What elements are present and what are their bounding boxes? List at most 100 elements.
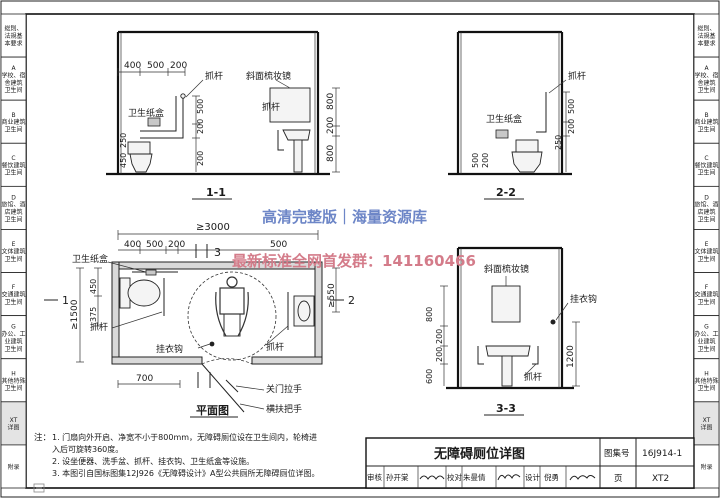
side-tab-1[interactable] xyxy=(693,56,720,101)
side-tab-0-line-1: 法規基 xyxy=(4,32,22,40)
v22-dim-4: 200 xyxy=(567,119,576,134)
title-block: 无障碍厕位详图 图集号 16J914-1 审核 孙开棠 校对 朱曼倩 设计 倪勇… xyxy=(365,437,695,489)
v11-right-dim-1: 800 xyxy=(326,93,336,110)
side-tab-4-line-0: D xyxy=(11,194,16,201)
v11-paper-box-label: 卫生纸盒 xyxy=(128,107,164,119)
v11-grab-bar-label: 抓杆 xyxy=(205,70,223,82)
side-tab-7-line-1: 办公、工 xyxy=(694,330,718,338)
side-tab-3-line-1: 餐饮建筑 xyxy=(694,161,718,169)
side-tab-5-line-0: E xyxy=(12,241,16,248)
view-1-1: 400 500 200 抓杆 500 200 250 450 200 卫生纸盒 … xyxy=(106,30,340,200)
plan-wheelchair-icon xyxy=(215,276,249,337)
v11-side-dim-3: 250 xyxy=(119,133,128,148)
notes-item-2: 入后可旋转360度。 xyxy=(52,444,123,454)
side-tab-7-line-1: 办公、工 xyxy=(1,330,25,338)
v33-hook-label: 挂衣钩 xyxy=(570,293,597,305)
side-tab-1-line-2: 舎建筑 xyxy=(4,79,22,87)
side-tab-4-line-1: 旅馆、酒 xyxy=(1,201,25,209)
side-tab-1-line-0: A xyxy=(11,65,16,72)
side-tab-7[interactable] xyxy=(693,315,720,360)
side-tab-4-line-2: 店建筑 xyxy=(697,208,715,216)
side-tab-9[interactable] xyxy=(693,401,720,446)
inner-border xyxy=(25,13,695,489)
v11-right-dim-2: 200 xyxy=(326,117,336,134)
side-tab-5-line-2: 卫生间 xyxy=(4,255,22,263)
plan-door xyxy=(201,363,245,413)
title-reviewer-signature xyxy=(419,475,445,480)
side-tab-1-line-3: 卫生间 xyxy=(697,86,715,94)
v22-dim-5: 200 xyxy=(481,153,490,168)
side-tab-2[interactable] xyxy=(0,99,27,144)
v11-top-dim-1: 400 xyxy=(124,61,141,71)
side-tab-2-line-2: 卫生间 xyxy=(4,126,22,134)
plan-wall-right xyxy=(314,261,323,365)
title-page-no: XT2 xyxy=(652,474,669,484)
side-tab-6-line-2: 卫生间 xyxy=(697,298,715,306)
title-review-label: 审核 xyxy=(367,472,382,482)
v22-toilet xyxy=(511,151,543,173)
v22-grab-bar-label: 抓杆 xyxy=(568,70,586,82)
view-3-3: 斜面梳妆镜 挂衣钩 抓杆 800 200 600 200 1200 3-3 xyxy=(425,246,597,416)
side-tab-0-line-2: 本要求 xyxy=(4,39,22,47)
side-tab-7-line-0: G xyxy=(11,324,16,331)
plan-top-dim-3: 200 xyxy=(168,240,185,250)
v33-sink xyxy=(485,345,531,357)
side-tab-8-line-0: H xyxy=(704,370,709,377)
side-tab-6-line-0: F xyxy=(705,284,709,291)
side-tab-4[interactable] xyxy=(693,185,720,230)
side-tab-9[interactable] xyxy=(0,401,27,446)
view-2-2: 抓杆 卫生纸盒 500 250 500 200 200 2-2 xyxy=(448,30,586,200)
side-tab-6-line-0: F xyxy=(12,284,16,291)
v11-top-dim-2: 500 xyxy=(147,61,164,71)
side-tab-1[interactable] xyxy=(0,56,27,101)
side-tab-8[interactable] xyxy=(693,358,720,403)
side-tab-5-line-2: 卫生间 xyxy=(697,255,715,263)
title-designer: 倪勇 xyxy=(544,472,559,482)
side-tab-5-line-0: E xyxy=(705,241,709,248)
side-tab-1-line-0: A xyxy=(704,65,709,72)
side-tab-1-line-3: 卫生间 xyxy=(4,86,22,94)
title-page-label: 页 xyxy=(614,474,623,484)
side-tab-6-line-2: 卫生间 xyxy=(4,298,22,306)
plan-wall-bottom-right xyxy=(251,356,323,365)
side-tab-8-line-1: 其他特殊 xyxy=(1,377,25,385)
side-tab-8-line-1: 其他特殊 xyxy=(694,377,718,385)
title-reviewer: 孙开棠 xyxy=(386,472,409,482)
side-tabs-right: 総則、法規基本要求A学校、宿舎建筑卫生间B商业建筑卫生间C餐饮建筑卫生间D旅馆、… xyxy=(693,13,720,489)
plan-top-dim-2: 500 xyxy=(146,240,163,250)
v33-mirror-label: 斜面梳妆镜 xyxy=(484,263,529,275)
side-tab-9-line-0: XT xyxy=(703,417,711,424)
v11-side-dim-4: 450 xyxy=(119,153,128,168)
plan-top-dim-4: 500 xyxy=(270,240,287,250)
v22-dim-1: 500 xyxy=(567,99,576,114)
plan-top-dim-1: 400 xyxy=(124,240,141,250)
v11-mirror xyxy=(269,87,311,123)
side-tab-2-line-1: 商业建筑 xyxy=(694,118,718,126)
v22-label: 2-2 xyxy=(496,186,516,199)
notes-item-3: 2. 设坐便器、洗手盆、抓杆、挂衣钩、卫生纸盒等设施。 xyxy=(52,456,254,466)
side-tab-8[interactable] xyxy=(0,358,27,403)
v11-label: 1-1 xyxy=(206,186,226,199)
v22-dim-2: 250 xyxy=(554,135,563,150)
side-tab-0-line-1: 法規基 xyxy=(697,32,715,40)
side-tab-2-line-0: B xyxy=(11,112,15,119)
side-tab-10[interactable] xyxy=(0,444,27,489)
v11-mirror-label: 斜面梳妆镜 xyxy=(246,70,291,82)
v33-grab-bar-label: 抓杆 xyxy=(524,371,542,383)
side-tab-7-line-2: 业建筑 xyxy=(4,337,22,345)
notes-item-1: 1. 门扇向外开启、净宽不小于800mm，无障碍厕位设在卫生间内，轮椅进 xyxy=(52,432,317,442)
side-tab-5[interactable] xyxy=(693,229,720,273)
side-tab-3-line-2: 卫生间 xyxy=(4,169,22,177)
title-check-label: 校对 xyxy=(447,472,462,482)
plan-section-mark-1: 1 xyxy=(62,294,69,307)
v22-paper-box xyxy=(495,129,509,139)
watermark-line2: 最新标准全网首发群：141160466 xyxy=(232,252,476,270)
side-tab-0[interactable] xyxy=(0,13,27,58)
side-tab-3[interactable] xyxy=(693,142,720,187)
plan-grab-bar-left-label: 抓杆 xyxy=(90,321,108,333)
side-tab-4-line-3: 卫生间 xyxy=(4,216,22,224)
side-tab-6[interactable] xyxy=(693,272,720,317)
side-tab-3-line-1: 餐饮建筑 xyxy=(1,161,25,169)
side-tab-2[interactable] xyxy=(693,99,720,144)
